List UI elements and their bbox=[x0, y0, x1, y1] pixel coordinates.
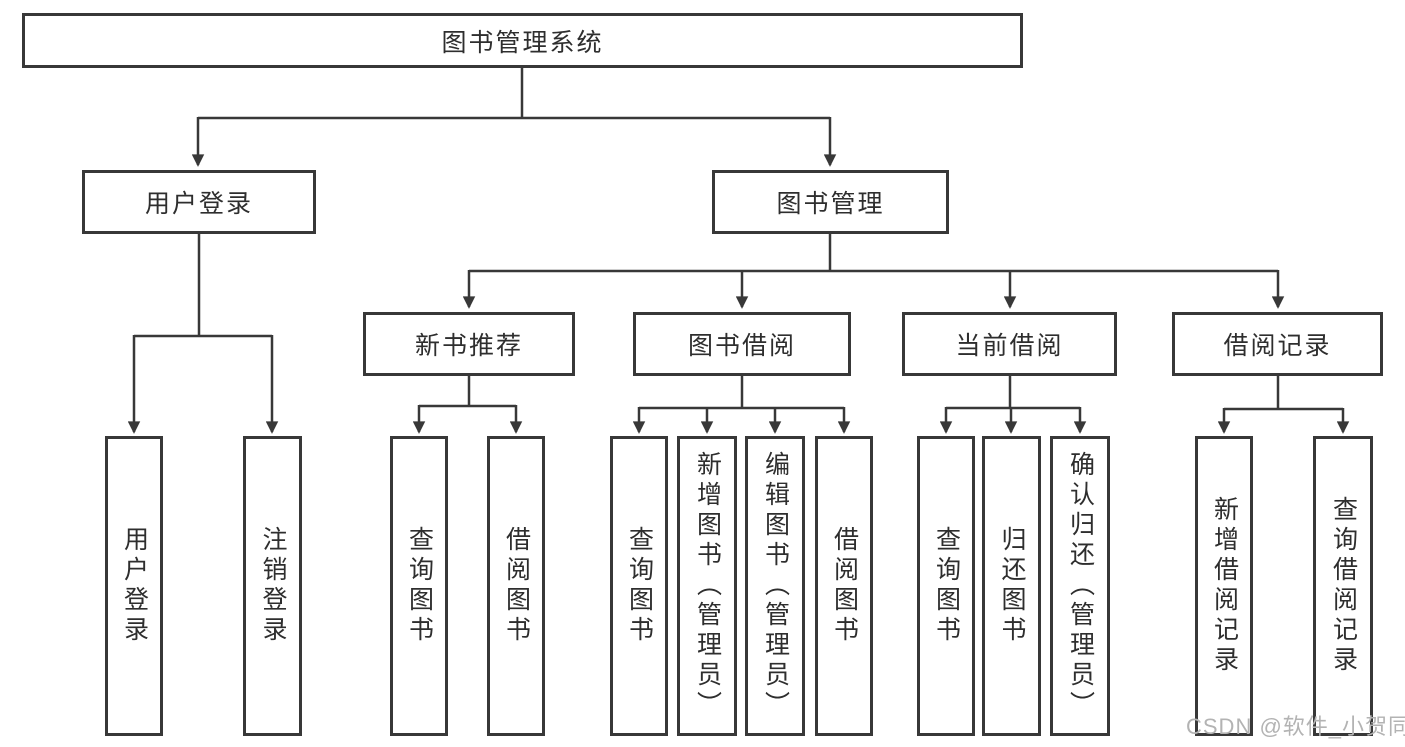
node-user-login: 用户登录 bbox=[82, 170, 316, 234]
leaf-user-login: 用户登录 bbox=[105, 436, 163, 736]
connector-current-borrowing-branch bbox=[939, 376, 1087, 434]
leaf-query-books-recommend: 查询图书 bbox=[390, 436, 448, 736]
connector-book-borrowing-branch bbox=[632, 376, 851, 434]
leaf-borrow-books: 借阅图书 bbox=[815, 436, 873, 736]
connector-new-book-recommendation-branch bbox=[412, 376, 523, 434]
node-borrowing-records: 借阅记录 bbox=[1172, 312, 1383, 376]
node-new-book-recommendation: 新书推荐 bbox=[363, 312, 575, 376]
node-book-borrowing: 图书借阅 bbox=[633, 312, 851, 376]
leaf-return-books: 归还图书 bbox=[982, 436, 1041, 736]
connector-user-login-branch bbox=[127, 234, 279, 434]
node-current-borrowing: 当前借阅 bbox=[902, 312, 1117, 376]
node-library-management-system: 图书管理系统 bbox=[22, 13, 1023, 68]
leaf-logout: 注销登录 bbox=[243, 436, 302, 736]
connector-borrowing-records-branch bbox=[1217, 376, 1350, 434]
node-book-management: 图书管理 bbox=[712, 170, 949, 234]
leaf-confirm-return-admin: 确认归还（管理员） bbox=[1050, 436, 1110, 736]
connector-book-management-branch bbox=[462, 234, 1285, 309]
watermark: CSDN @软件_小贺同学 bbox=[1186, 714, 1405, 739]
leaf-query-borrow-record: 查询借阅记录 bbox=[1313, 436, 1373, 736]
leaf-query-books-current: 查询图书 bbox=[917, 436, 975, 736]
leaf-add-borrow-record: 新增借阅记录 bbox=[1195, 436, 1253, 736]
leaf-add-book-admin: 新增图书（管理员） bbox=[677, 436, 737, 736]
leaf-query-books-borrow: 查询图书 bbox=[610, 436, 668, 736]
connector-root-to-level2 bbox=[191, 68, 837, 167]
leaf-edit-book-admin: 编辑图书（管理员） bbox=[745, 436, 805, 736]
leaf-borrow-books-recommend: 借阅图书 bbox=[487, 436, 545, 736]
